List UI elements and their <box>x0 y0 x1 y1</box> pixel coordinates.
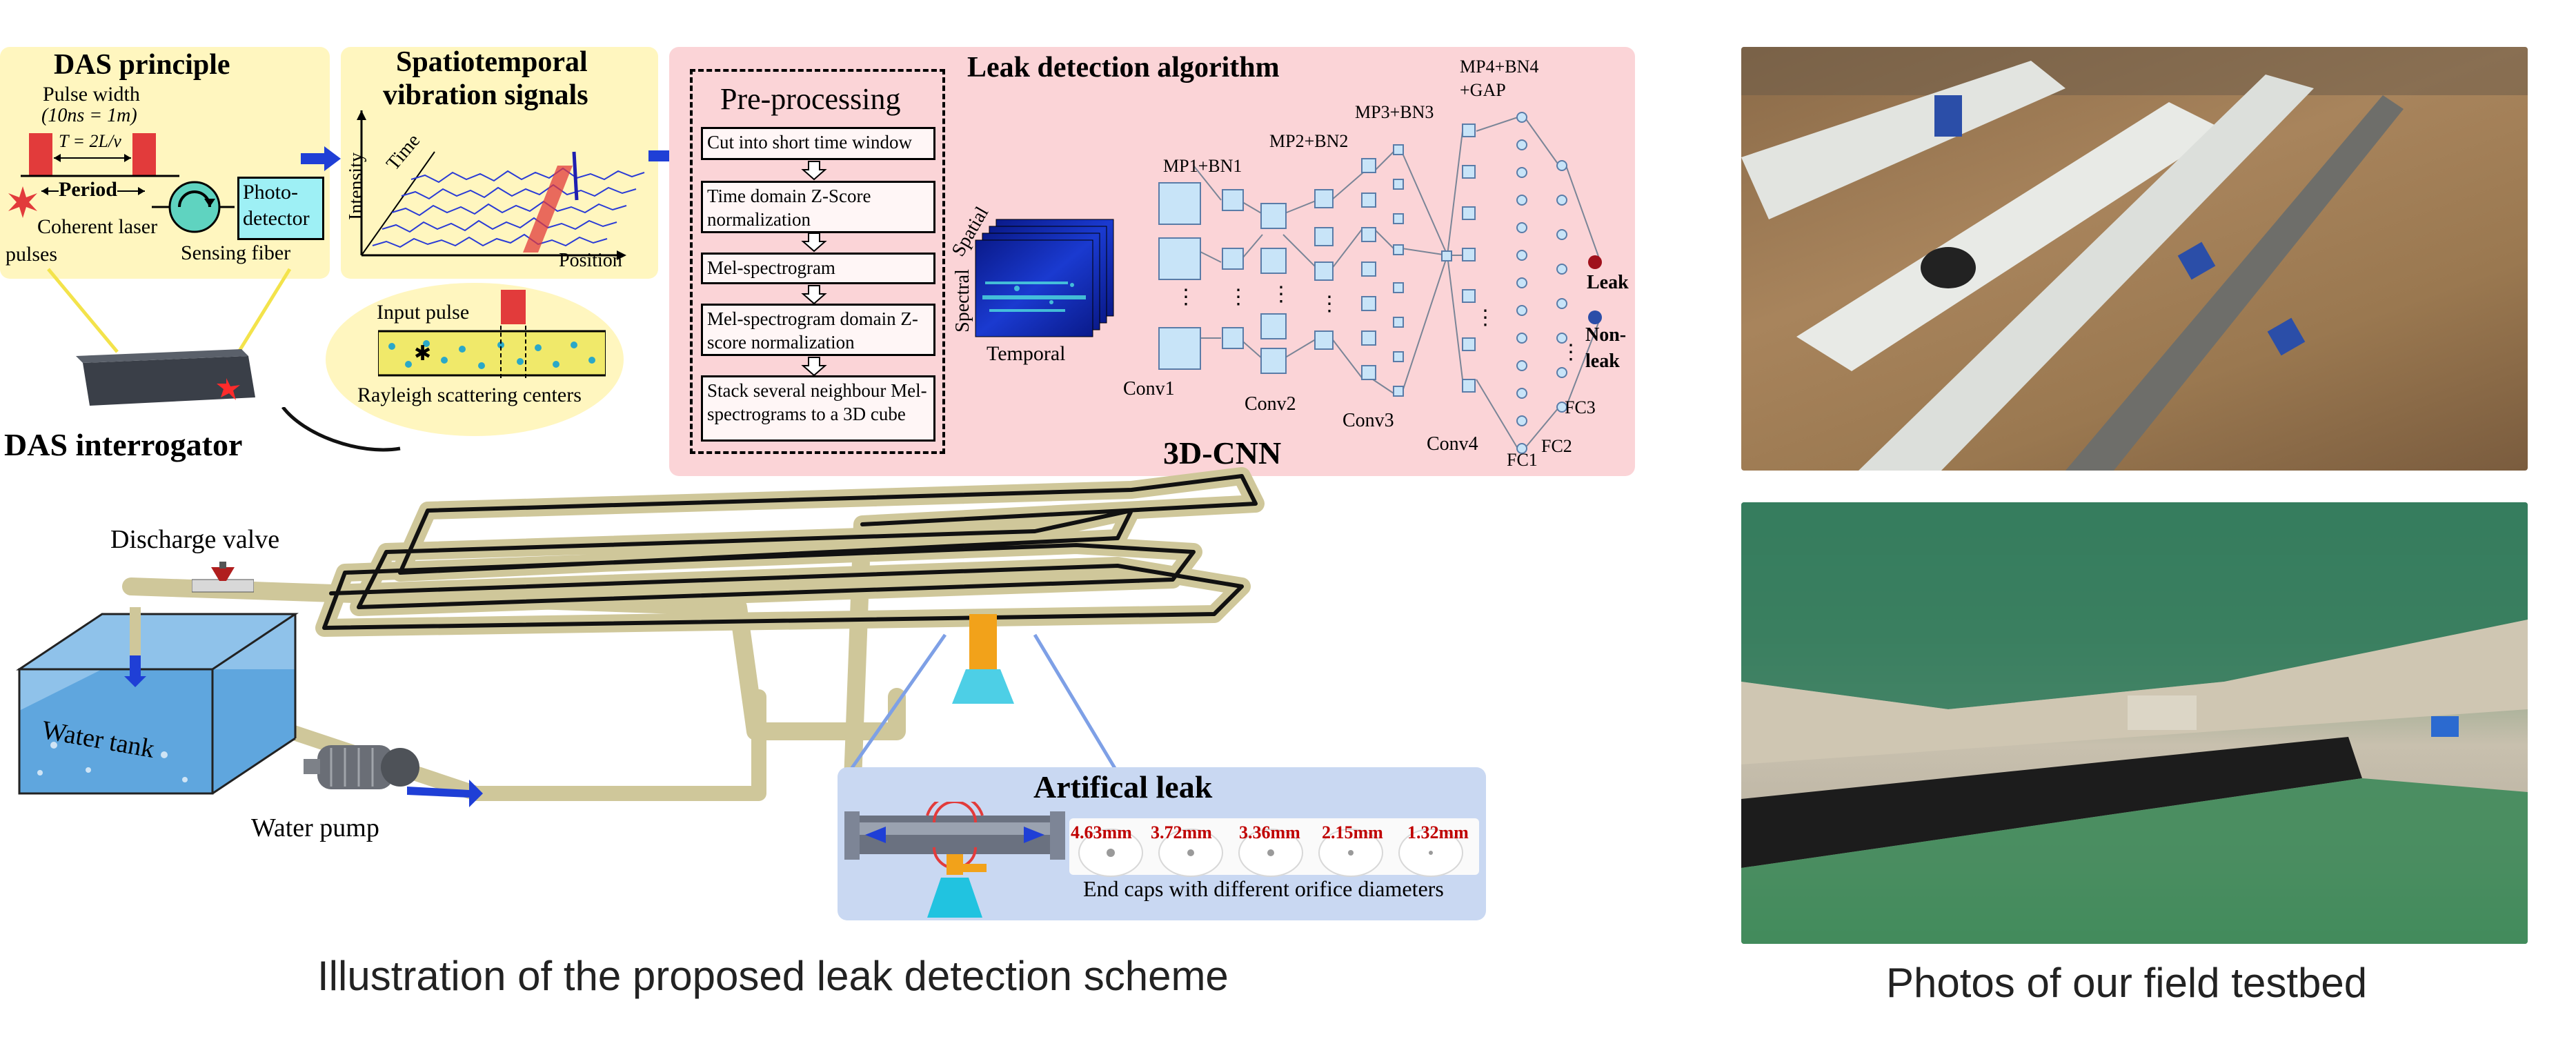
nonleak-output-label-2: leak <box>1585 350 1620 372</box>
leak-output-label: Leak <box>1587 272 1629 293</box>
fc1-label: FC1 <box>1507 450 1538 470</box>
preprocessing-arrows <box>801 161 827 377</box>
orifice-diameter-5: 1.32mm <box>1407 822 1469 842</box>
cnn-network: ⋮ ⋮ ⋮ ⋮ ⋮ ⋮ <box>1158 112 1602 454</box>
svg-text:✱: ✱ <box>414 342 431 365</box>
artificial-leak-title: Artifical leak <box>1033 769 1213 804</box>
position-axis-label: Position <box>559 250 622 271</box>
circulator-icon <box>152 181 235 233</box>
pulse-width-equation: (10ns = 1m) <box>41 105 137 126</box>
fiber-core-diagram: ✱ <box>378 326 606 381</box>
pulses-label: pulses <box>6 243 57 266</box>
svg-text:⋮: ⋮ <box>1271 283 1291 306</box>
algorithm-title: Leak detection algorithm <box>967 52 1280 83</box>
field-photo-top-drawing <box>1741 47 2528 471</box>
period-equation: T = 2L/v <box>59 131 121 152</box>
svg-text:⋮: ⋮ <box>1561 341 1581 364</box>
interrogator-label: DAS interrogator <box>4 427 243 462</box>
temporal-label: Temporal <box>987 342 1066 365</box>
input-pulse-label: Input pulse <box>377 301 470 324</box>
cnn-label: 3D-CNN <box>1163 435 1282 471</box>
preprocessing-step-1: Cut into short time window <box>701 127 935 160</box>
conv1-label: Conv1 <box>1123 378 1175 399</box>
water-pump-icon <box>304 745 419 789</box>
mel-spectrogram-cube <box>975 219 1114 337</box>
coherent-laser-label: Coherent laser <box>37 215 158 238</box>
svg-text:⋮: ⋮ <box>1228 286 1249 308</box>
water-pump-label: Water pump <box>251 813 379 842</box>
sensing-fiber-label: Sensing fiber <box>181 241 291 264</box>
preprocessing-step-3: Mel-spectrogram <box>701 253 935 284</box>
pulse-width-label: Pulse width <box>43 83 140 106</box>
right-caption: Photos of our field testbed <box>1886 960 2368 1006</box>
preprocessing-title: Pre-processing <box>720 82 901 116</box>
orifice-diameter-2: 3.72mm <box>1151 822 1212 842</box>
leak-pipe-icon <box>844 802 1065 918</box>
spatiotemporal-title-2: vibration signals <box>383 79 588 111</box>
period-label: Period <box>59 178 117 201</box>
end-caps-caption: End caps with different orifice diameter… <box>1083 876 1444 901</box>
das-principle-panel <box>0 47 330 279</box>
orifice-diameter-3: 3.36mm <box>1239 822 1300 842</box>
end-caps-icons <box>1078 829 1463 877</box>
mp3-label: MP3+BN3 <box>1355 102 1434 122</box>
spectral-label: Spectral <box>951 269 973 333</box>
preprocessing-step-5: Stack several neighbour Mel-spectrograms… <box>701 375 935 442</box>
field-photo-top <box>1741 47 2528 471</box>
laser-burst-icon <box>8 186 37 218</box>
orifice-diameter-4: 2.15mm <box>1322 822 1383 842</box>
rayleigh-label: Rayleigh scattering centers <box>357 384 582 406</box>
preprocessing-step-2: Time domain Z-Score normalization <box>701 181 935 233</box>
fc2-label: FC2 <box>1541 436 1572 456</box>
mp2-label: MP2+BN2 <box>1269 131 1349 151</box>
mp4-label-2: +GAP <box>1460 80 1506 100</box>
svg-text:⋮: ⋮ <box>1176 286 1196 308</box>
blue-arrow-right-icon <box>301 146 341 171</box>
conv4-label: Conv4 <box>1427 433 1478 455</box>
conv2-label: Conv2 <box>1245 393 1296 415</box>
field-photo-bottom <box>1741 502 2528 944</box>
input-pulse-marker <box>501 290 526 324</box>
fc3-label: FC3 <box>1565 397 1596 417</box>
mp4-label-1: MP4+BN4 <box>1460 57 1539 77</box>
preprocessing-frame <box>690 69 945 454</box>
preprocessing-step-4: Mel-spectrogram domain Z-score normaliza… <box>701 304 935 356</box>
left-caption: Illustration of the proposed leak detect… <box>317 953 1229 999</box>
discharge-valve-icon <box>192 562 254 593</box>
conv3-label: Conv3 <box>1343 410 1394 431</box>
nonleak-output-label-1: Non- <box>1585 324 1627 346</box>
photo-detector-box <box>237 177 324 240</box>
intensity-axis-label: Intensity <box>346 152 367 220</box>
interrogator-device-icon <box>76 349 255 406</box>
svg-text:⋮: ⋮ <box>1319 293 1340 315</box>
spatiotemporal-title-1: Spatiotemporal <box>396 46 588 78</box>
orifice-diameter-1: 4.63mm <box>1071 822 1132 842</box>
field-photo-bottom-drawing <box>1741 502 2528 944</box>
discharge-valve-label: Discharge valve <box>110 525 280 554</box>
vibration-plot <box>357 110 645 260</box>
photo-detector-label-1: Photo- <box>243 181 299 204</box>
mp1-label: MP1+BN1 <box>1163 156 1242 176</box>
yellow-callout-lines <box>47 268 292 353</box>
svg-text:⋮: ⋮ <box>1475 306 1496 329</box>
photo-detector-label-2: detector <box>243 207 310 230</box>
das-principle-title: DAS principle <box>54 49 230 81</box>
water-tank-icon <box>16 607 299 795</box>
